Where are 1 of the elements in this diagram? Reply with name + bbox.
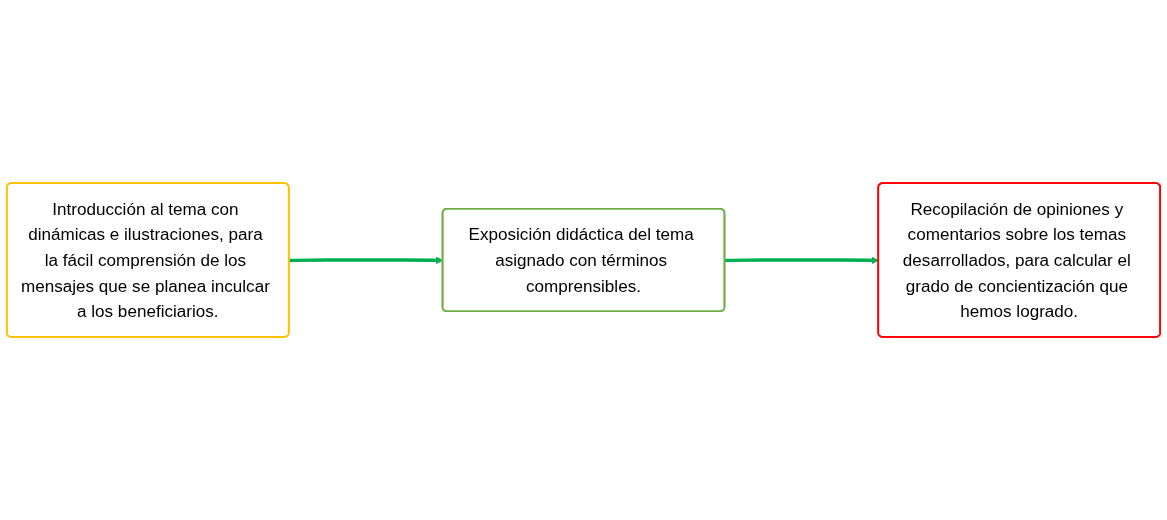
arrow <box>724 256 879 265</box>
